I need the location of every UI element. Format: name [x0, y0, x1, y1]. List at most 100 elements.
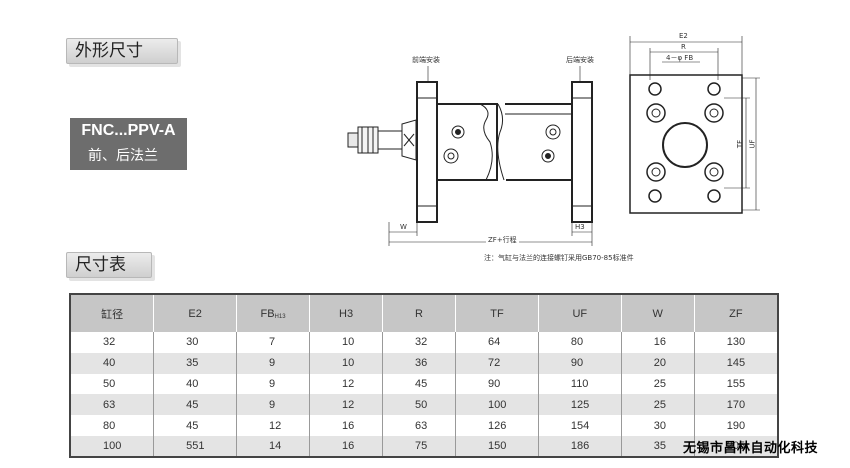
- table-cell: 110: [537, 373, 622, 395]
- table-row: 63 45 9 12 50 100 125 25 170: [69, 394, 778, 416]
- table-cell: 32: [382, 332, 456, 353]
- header-tf: TF: [455, 294, 539, 332]
- model-subtitle: 前、后法兰: [88, 148, 158, 164]
- cylinder-barrel-left: [436, 103, 498, 181]
- table-cell: 90: [455, 373, 539, 395]
- table-cell: 90: [537, 352, 622, 374]
- table-row: 80 45 12 16 63 126 154 30 190: [69, 415, 778, 436]
- w-dimension-label: W: [400, 223, 407, 231]
- table-cell: 205: [693, 435, 778, 457]
- table-cell: 30: [153, 332, 237, 353]
- table-cell: 125: [537, 394, 622, 416]
- table-cell: 190: [693, 415, 778, 436]
- header-bore: 缸径: [69, 294, 154, 332]
- table-cell: 130: [693, 332, 778, 353]
- section-title-table: 尺寸表: [66, 252, 152, 278]
- section-title-shape-text: 外形尺寸: [75, 41, 143, 61]
- r-dimension-label: R: [681, 43, 686, 51]
- cylinder-barrel-right: [505, 103, 573, 181]
- section-title-table-text: 尺寸表: [75, 255, 126, 275]
- table-row: 50 40 9 12 45 90 110 25 155: [69, 373, 778, 395]
- table-cell: 14: [236, 435, 310, 457]
- header-w: W: [620, 294, 695, 332]
- table-cell: 45: [153, 415, 237, 436]
- table-cell: 63: [382, 415, 456, 436]
- table-cell: 100: [69, 435, 154, 457]
- table-row: 40 35 9 10 36 72 90 20 145: [69, 352, 778, 374]
- table-cell: 186: [537, 435, 622, 457]
- header-e2: E2: [153, 294, 237, 332]
- company-name: 无锡市昌林自动化科技: [683, 441, 819, 456]
- table-cell: 45: [153, 394, 237, 416]
- table-cell: 12: [309, 394, 383, 416]
- table-cell: 30: [620, 415, 695, 436]
- table-cell: 150: [455, 435, 539, 457]
- e2-dimension-label: E2: [679, 32, 688, 40]
- table-row: 32 30 7 10 32 64 80 16 130: [69, 332, 778, 353]
- table-cell: 25: [620, 394, 695, 416]
- table-row: 100 551 14 16 75 150 186 35 205: [69, 435, 778, 457]
- flange-end-view: [629, 74, 743, 214]
- header-zf: ZF: [693, 294, 778, 332]
- table-cell: 80: [537, 332, 622, 353]
- model-code: FNC...PPV-A: [81, 122, 176, 139]
- table-cell: 154: [537, 415, 622, 436]
- piston-rod: [377, 130, 403, 150]
- table-cell: 40: [153, 373, 237, 395]
- dimension-table: 缸径 E2 FBH13 H3 R TF UF W ZF 32 30 7 10 3…: [69, 293, 779, 458]
- table-cell: 16: [309, 415, 383, 436]
- table-cell: 20: [620, 352, 695, 374]
- table-header-row: 缸径 E2 FBH13 H3 R TF UF W ZF: [69, 294, 778, 332]
- rear-flange: [571, 81, 593, 223]
- rod-end: [347, 132, 359, 148]
- drawing-note: 注：气缸与法兰的连接螺钉采用GB70-85标准件: [484, 254, 634, 262]
- table-cell: 16: [309, 435, 383, 457]
- table-cell: 80: [69, 415, 154, 436]
- model-badge: FNC...PPV-A 前、后法兰: [70, 118, 187, 170]
- table-cell: 36: [382, 352, 456, 374]
- uf-dimension-label: UF: [748, 139, 757, 149]
- table-cell: 32: [69, 332, 154, 353]
- table-cell: 12: [236, 415, 310, 436]
- table-cell: 10: [309, 352, 383, 374]
- table-cell: 100: [455, 394, 539, 416]
- section-title-shape: 外形尺寸: [66, 38, 178, 64]
- table-cell: 72: [455, 352, 539, 374]
- table-cell: 170: [693, 394, 778, 416]
- header-fb: FBH13: [236, 294, 310, 332]
- tf-dimension-label: TF: [736, 139, 745, 149]
- front-flange: [416, 81, 438, 223]
- table-cell: 63: [69, 394, 154, 416]
- table-cell: 50: [69, 373, 154, 395]
- table-cell: 145: [693, 352, 778, 374]
- header-fb-text: FB: [260, 307, 275, 320]
- table-cell: 64: [455, 332, 539, 353]
- table-cell: 12: [309, 373, 383, 395]
- table-cell: 551: [153, 435, 237, 457]
- table-cell: 25: [620, 373, 695, 395]
- table-cell: 7: [236, 332, 310, 353]
- table-cell: 75: [382, 435, 456, 457]
- front-mount-label: 前端安装: [412, 56, 440, 64]
- fb-dimension-label: 4－φ FB: [666, 54, 694, 62]
- rear-mount-label: 后端安装: [566, 56, 594, 64]
- table-cell: 50: [382, 394, 456, 416]
- table-cell: 35: [153, 352, 237, 374]
- table-cell: 9: [236, 373, 310, 395]
- h3-dimension-label: H3: [575, 223, 585, 231]
- table-cell: 9: [236, 352, 310, 374]
- flange-center-bore: [662, 122, 708, 168]
- table-cell: 35: [620, 435, 695, 457]
- header-r: R: [382, 294, 456, 332]
- table-cell: 155: [693, 373, 778, 395]
- table-cell: 126: [455, 415, 539, 436]
- table-cell: 16: [620, 332, 695, 353]
- table-cell: 40: [69, 352, 154, 374]
- header-h3: H3: [309, 294, 383, 332]
- header-uf: UF: [537, 294, 622, 332]
- table-cell: 9: [236, 394, 310, 416]
- header-fb-subscript: H13: [274, 313, 286, 320]
- table-cell: 10: [309, 332, 383, 353]
- table-cell: 45: [382, 373, 456, 395]
